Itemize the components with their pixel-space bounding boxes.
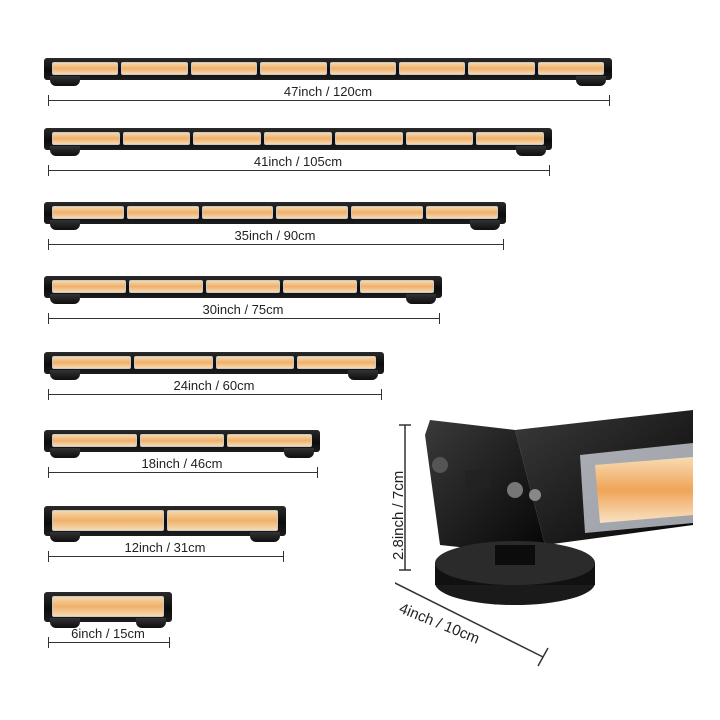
magnetic-mount-foot bbox=[50, 370, 80, 380]
cob-led-panel bbox=[537, 62, 604, 75]
length-label: 12inch / 31cm bbox=[124, 540, 206, 555]
length-label: 41inch / 105cm bbox=[253, 154, 343, 169]
magnetic-mount-foot bbox=[516, 146, 546, 156]
light-bar-housing bbox=[44, 430, 320, 452]
cob-led-panel bbox=[264, 132, 332, 145]
light-bar-housing bbox=[44, 58, 612, 80]
length-dimension-line bbox=[48, 95, 610, 106]
bracket-closeup-image bbox=[377, 410, 693, 667]
light-bar bbox=[44, 592, 172, 632]
cob-led-panel bbox=[360, 280, 434, 293]
light-bar bbox=[44, 430, 320, 462]
cob-led-panel bbox=[260, 62, 327, 75]
length-label: 35inch / 90cm bbox=[234, 228, 316, 243]
magnetic-mount-foot bbox=[50, 220, 80, 230]
cob-led-panel bbox=[426, 206, 498, 219]
length-label: 30inch / 75cm bbox=[202, 302, 284, 317]
light-bar-housing bbox=[44, 276, 442, 298]
magnetic-mount-foot bbox=[136, 618, 166, 628]
length-label: 47inch / 120cm bbox=[283, 84, 373, 99]
length-label: 24inch / 60cm bbox=[173, 378, 255, 393]
cob-led-panel bbox=[297, 356, 376, 369]
magnetic-mount-foot bbox=[50, 532, 80, 542]
cob-led-panel bbox=[52, 510, 164, 531]
cob-led-panel bbox=[405, 132, 474, 145]
cob-led-panel bbox=[398, 62, 466, 75]
magnetic-mount-foot bbox=[576, 76, 606, 86]
light-bar bbox=[44, 128, 552, 160]
length-dimension-line bbox=[48, 239, 504, 250]
magnetic-mount-foot bbox=[406, 294, 436, 304]
height-dimension-label: 2.8inch / 7cm bbox=[390, 470, 407, 560]
cob-led-panel bbox=[121, 62, 188, 75]
cob-led-panel bbox=[52, 206, 124, 219]
cob-led-panel bbox=[139, 434, 225, 447]
cob-led-panel bbox=[201, 206, 274, 219]
cob-led-panel bbox=[334, 132, 403, 145]
magnetic-mount-foot bbox=[284, 448, 314, 458]
cob-led-panel bbox=[52, 62, 119, 75]
light-bar bbox=[44, 506, 286, 546]
cob-led-panel bbox=[166, 510, 278, 531]
cob-led-panel bbox=[283, 280, 357, 293]
magnetic-mount-foot bbox=[470, 220, 500, 230]
length-dimension-line bbox=[48, 551, 284, 562]
cob-led-panel bbox=[129, 280, 203, 293]
cob-led-panel bbox=[215, 356, 295, 369]
magnetic-mount-foot bbox=[50, 618, 80, 628]
cob-led-panel bbox=[193, 132, 262, 145]
cob-led-panel bbox=[190, 62, 258, 75]
cob-led-panel bbox=[52, 132, 120, 145]
cob-led-panel bbox=[52, 356, 131, 369]
length-dimension-line bbox=[48, 467, 318, 478]
length-dimension-line bbox=[48, 165, 550, 176]
length-label: 6inch / 15cm bbox=[71, 626, 145, 641]
cob-led-panel bbox=[52, 596, 164, 617]
light-bar-housing bbox=[44, 592, 172, 622]
magnetic-mount-foot bbox=[250, 532, 280, 542]
magnetic-mount-foot bbox=[50, 146, 80, 156]
magnetic-mount-foot bbox=[50, 294, 80, 304]
cob-led-panel bbox=[227, 434, 313, 447]
light-bar bbox=[44, 352, 384, 384]
length-label: 18inch / 46cm bbox=[141, 456, 223, 471]
magnetic-mount-foot bbox=[348, 370, 378, 380]
cob-led-panel bbox=[133, 356, 213, 369]
magnetic-mount-foot bbox=[50, 76, 80, 86]
mount-bracket-closeup: 2.8inch / 7cm 4inch / 10cm bbox=[377, 405, 715, 705]
cob-led-panel bbox=[351, 206, 424, 219]
length-dimension-line bbox=[48, 313, 440, 324]
light-bar-housing bbox=[44, 128, 552, 150]
length-dimension-line bbox=[48, 389, 382, 400]
cob-led-panel bbox=[52, 434, 137, 447]
light-bar-housing bbox=[44, 202, 506, 224]
light-bar-housing bbox=[44, 506, 286, 536]
cob-led-panel bbox=[126, 206, 199, 219]
cob-led-panel bbox=[276, 206, 349, 219]
light-bar bbox=[44, 276, 442, 308]
light-bar bbox=[44, 58, 612, 90]
cob-led-panel bbox=[476, 132, 545, 145]
cob-led-panel bbox=[468, 62, 535, 75]
magnetic-mount-foot bbox=[50, 448, 80, 458]
cob-led-panel bbox=[206, 280, 280, 293]
cob-led-panel bbox=[329, 62, 396, 75]
length-dimension-line bbox=[48, 637, 170, 648]
cob-led-panel bbox=[122, 132, 191, 145]
light-bar bbox=[44, 202, 506, 234]
cob-led-panel bbox=[52, 280, 126, 293]
light-bar-housing bbox=[44, 352, 384, 374]
